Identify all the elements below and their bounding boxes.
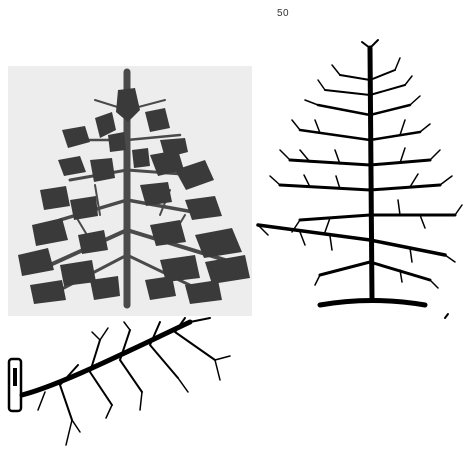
bare-tree-panel	[258, 40, 462, 318]
branch-on-post-panel	[9, 318, 230, 445]
leafy-tree-panel	[8, 66, 252, 316]
wall-branch-icon	[9, 318, 230, 445]
bare-branch-tree-icon	[258, 40, 462, 318]
